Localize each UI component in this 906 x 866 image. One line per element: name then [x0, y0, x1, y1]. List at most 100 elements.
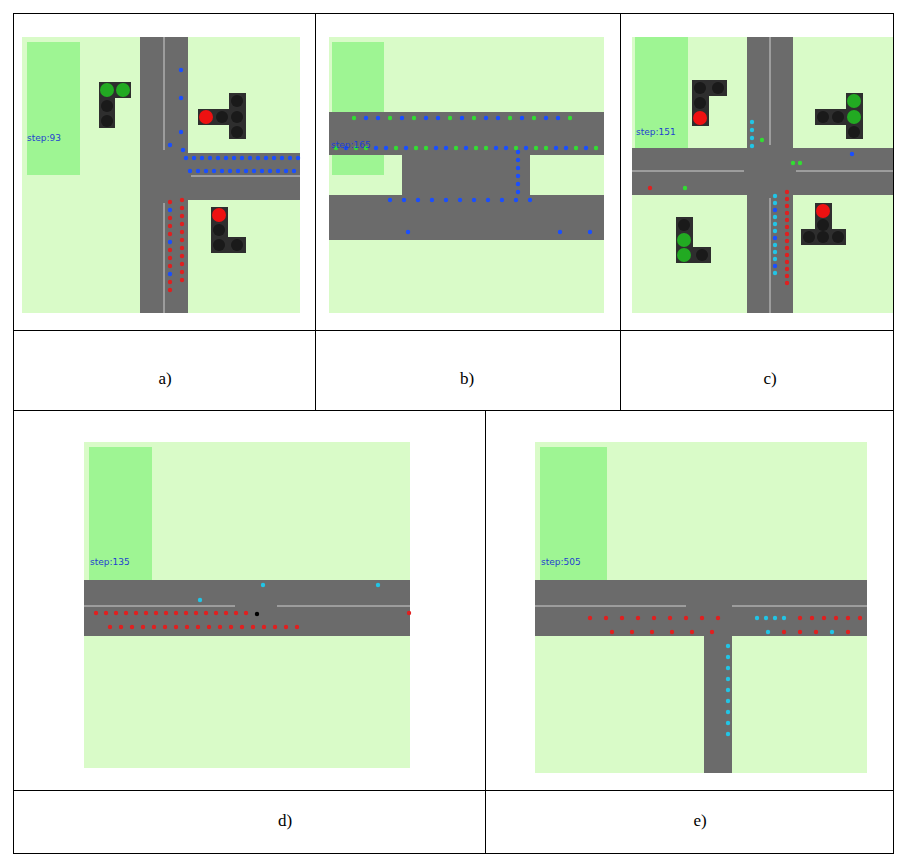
vehicle-dot — [785, 267, 789, 271]
vehicle-dot — [516, 166, 520, 170]
vehicle-dot — [260, 169, 264, 173]
vehicle-dot — [726, 644, 730, 648]
vehicle-dot — [168, 272, 172, 276]
vehicle-dot — [352, 116, 356, 120]
panel-caption: a) — [158, 369, 171, 389]
vehicle-dot — [822, 616, 826, 620]
vehicle-dot — [500, 198, 504, 202]
vehicle-dot — [785, 260, 789, 264]
vehicle-dot — [785, 211, 789, 215]
vehicle-dot — [295, 625, 299, 629]
vehicle-dot — [196, 625, 200, 629]
vehicle-dot — [374, 146, 378, 150]
vehicle-dot — [773, 194, 777, 198]
vehicle-dot — [474, 146, 478, 150]
vehicle-dot — [690, 630, 694, 634]
step-counter: step:151 — [636, 127, 676, 137]
vehicle-dot — [284, 625, 288, 629]
vehicle-dot — [216, 156, 220, 160]
vehicle-dot — [288, 156, 292, 160]
vehicle-dot — [180, 270, 184, 274]
vehicle-dot — [524, 146, 528, 150]
vehicle-dot — [785, 190, 789, 194]
vehicle-dot — [272, 156, 276, 160]
vehicle-dot — [588, 616, 592, 620]
vehicle-dot — [184, 156, 188, 160]
vehicle-dot — [180, 214, 184, 218]
vehicle-dot — [514, 146, 518, 150]
vehicle-dot — [244, 611, 248, 615]
vehicle-dot — [192, 156, 196, 160]
vehicle-dot — [594, 146, 598, 150]
vehicle-dot — [261, 583, 265, 587]
panel-caption: b) — [460, 369, 474, 389]
vehicle-dot — [296, 156, 300, 160]
vehicle-dot — [168, 240, 172, 244]
vehicle-dot — [810, 616, 814, 620]
vehicle-dot — [414, 146, 418, 150]
vehicle-dot — [194, 611, 198, 615]
vehicle-dot — [180, 238, 184, 242]
vehicle-dot — [670, 630, 674, 634]
vehicle-dot — [683, 186, 687, 190]
table-grid — [14, 14, 894, 854]
vehicle-dot — [163, 625, 167, 629]
vehicle-dot — [620, 616, 624, 620]
vehicle-dot — [236, 169, 240, 173]
vehicle-dot — [255, 612, 259, 616]
vehicle-dot — [388, 116, 392, 120]
vehicle-dot — [168, 280, 172, 284]
vehicle-dot — [556, 116, 560, 120]
vehicle-dot — [798, 630, 802, 634]
vehicle-dot — [130, 625, 134, 629]
panel-c — [632, 37, 893, 313]
vehicle-dot — [228, 169, 232, 173]
vehicle-dot — [610, 630, 614, 634]
vehicle-dot — [520, 116, 524, 120]
vehicle-dot — [179, 68, 183, 72]
vehicle-dot — [180, 222, 184, 226]
vehicle-dot — [785, 232, 789, 236]
vehicle-dot — [750, 136, 754, 140]
vehicle-dot — [726, 710, 730, 714]
vehicle-dot — [388, 198, 392, 202]
vehicle-dot — [773, 243, 777, 247]
vehicle-dot — [180, 198, 184, 202]
vehicle-dot — [168, 264, 172, 268]
vehicle-dot — [750, 120, 754, 124]
vehicle-dot — [858, 616, 862, 620]
vehicle-dot — [168, 288, 172, 292]
vehicle-dot — [134, 611, 138, 615]
vehicle-dot — [791, 161, 795, 165]
vehicle-dot — [200, 156, 204, 160]
vehicle-dot — [224, 156, 228, 160]
vehicle-dot — [773, 201, 777, 205]
vehicle-dot — [750, 144, 754, 148]
vehicle-dot — [276, 169, 280, 173]
panel-caption: c) — [763, 369, 776, 389]
vehicle-dot — [248, 156, 252, 160]
vehicle-dot — [180, 262, 184, 266]
vehicle-dot — [750, 128, 754, 132]
vehicle-dot — [240, 156, 244, 160]
vehicle-dot — [516, 174, 520, 178]
vehicle-dot — [164, 611, 168, 615]
vehicle-dot — [755, 616, 759, 620]
vehicle-dot — [119, 625, 123, 629]
vehicle-dot — [400, 116, 404, 120]
vehicle-dot — [424, 116, 428, 120]
vehicle-dot — [214, 611, 218, 615]
vehicle-dot — [234, 611, 238, 615]
vehicle-dot — [251, 625, 255, 629]
vehicle-dot — [684, 616, 688, 620]
vehicle-dot — [785, 225, 789, 229]
vehicle-dot — [198, 598, 202, 602]
vehicle-dot — [141, 625, 145, 629]
vehicle-dot — [412, 116, 416, 120]
vehicle-dot — [472, 198, 476, 202]
vehicle-dot — [430, 198, 434, 202]
vehicle-dot — [785, 253, 789, 257]
vehicle-dot — [212, 169, 216, 173]
vehicle-dot — [204, 169, 208, 173]
